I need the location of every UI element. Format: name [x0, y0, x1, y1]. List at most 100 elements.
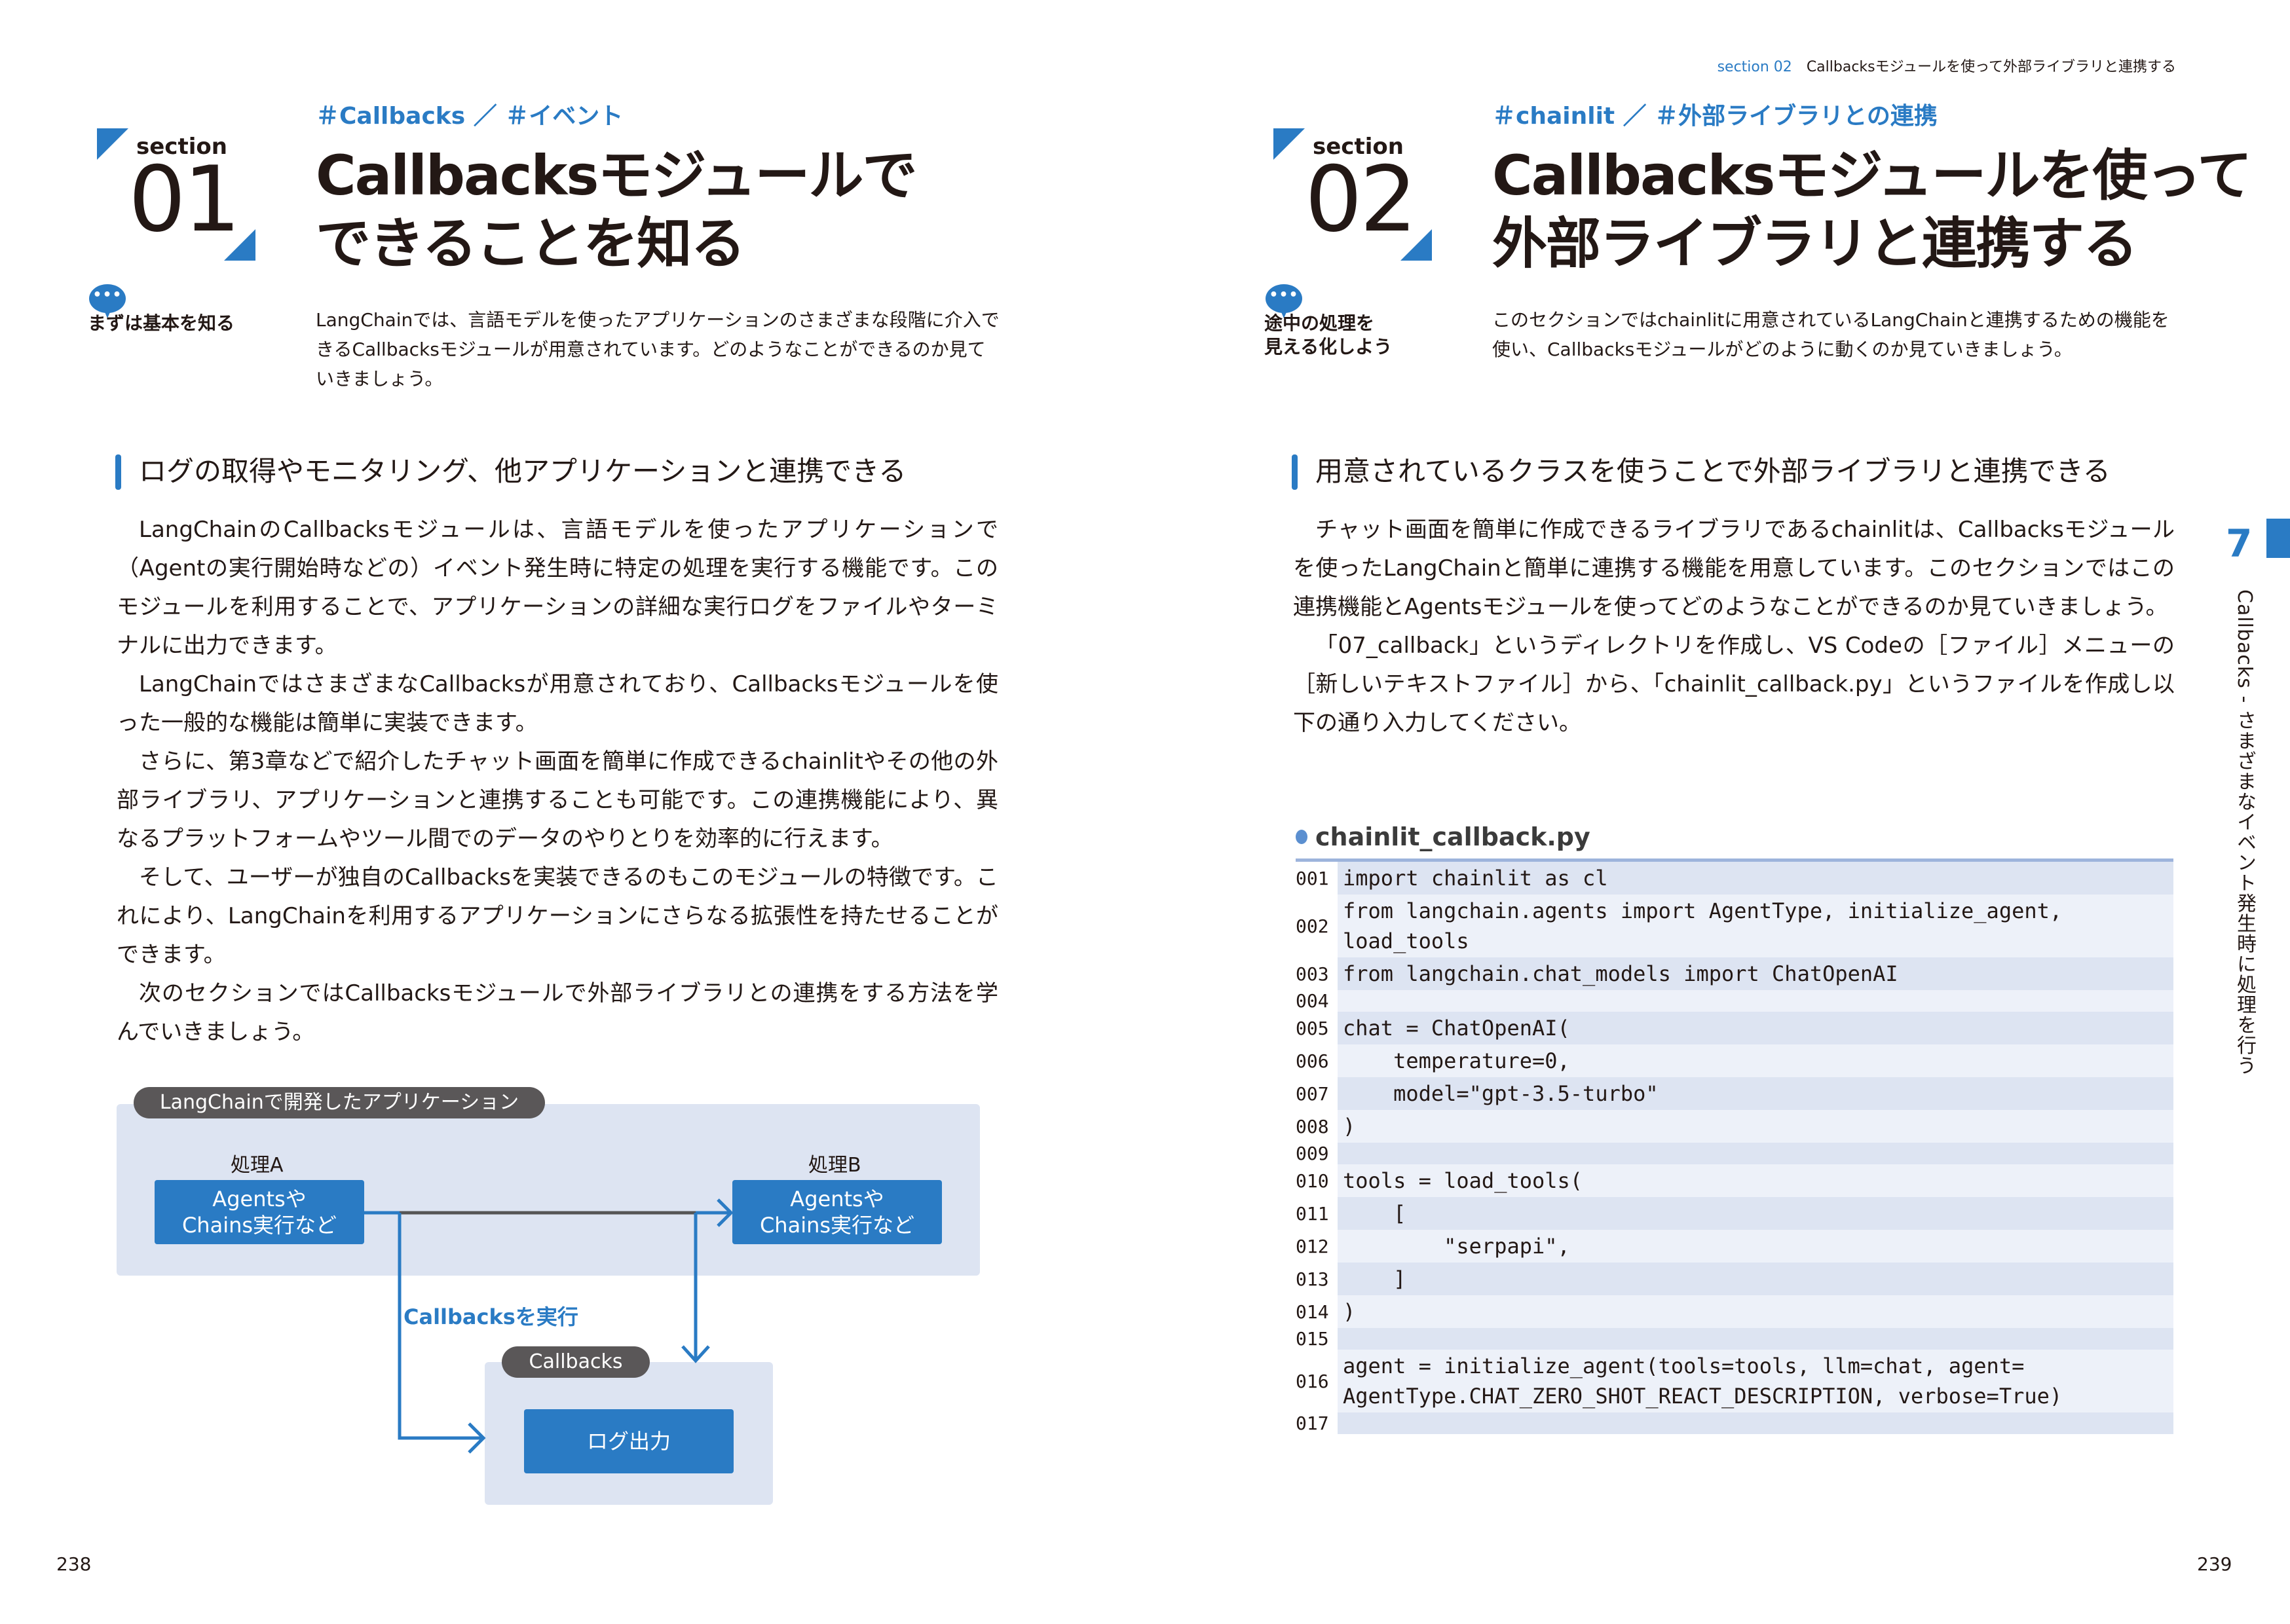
code-line: 017 [1296, 1412, 2173, 1434]
line-number: 002 [1296, 915, 1329, 937]
corner-triangle-icon [1273, 128, 1305, 160]
code-text: agent = initialize_agent(tools=tools, ll… [1338, 1350, 2173, 1412]
code-text: from langchain.chat_models import ChatOp… [1338, 957, 2173, 990]
code-text [1338, 1412, 2173, 1434]
chapter-title-vertical: Callbacks - さまざまなイベント発生時に処理を行う [2233, 589, 2256, 1076]
speech-bubble-icon: ••• [89, 284, 126, 318]
code-filename-text: chainlit_callback.py [1315, 822, 1590, 851]
line-number: 007 [1296, 1082, 1329, 1105]
process-a-label: 処理A [231, 1154, 284, 1177]
code-filename: chainlit_callback.py [1296, 822, 1590, 851]
title-line-1: Callbacksモジュールで [316, 143, 918, 208]
code-line: 002 from langchain.agents import AgentTyp… [1296, 895, 2173, 957]
title-line-2: 外部ライブラリと連携する [1492, 212, 2138, 276]
code-text: tools = load_tools( [1338, 1164, 2173, 1197]
section-number: 01 [128, 147, 241, 252]
page-title: Callbacksモジュールで できることを知る [316, 141, 918, 278]
line-number: 003 [1296, 963, 1329, 985]
hashtags: ＃chainlit ／ ＃外部ライブラリとの連携 [1492, 103, 1938, 130]
line-number: 004 [1296, 990, 1329, 1012]
lead-label: まずは基本を知る [88, 312, 235, 334]
running-header: section 02 Callbacksモジュールを使って外部ライブラリと連携する [1691, 55, 2176, 76]
section-word: section [1313, 134, 1404, 160]
code-line: 013 ] [1296, 1263, 2173, 1295]
paragraph: さらに、第3章などで紹介したチャット画面を簡単に作成できるchainlitやその… [117, 748, 998, 852]
line-number: 016 [1296, 1370, 1329, 1392]
section-badge-01: section 01 [85, 118, 255, 262]
code-text [1338, 1143, 2173, 1164]
lead-label: 途中の処理を 見える化しよう [1264, 312, 1392, 359]
diagram-arrows [364, 1198, 734, 1454]
code-text: "serpapi", [1338, 1230, 2173, 1263]
line-number: 005 [1296, 1017, 1329, 1039]
title-line-2: できることを知る [316, 212, 745, 276]
chapter-tab-marker [2266, 519, 2290, 558]
section-heading: ログの取得やモニタリング、他アプリケーションと連携できる [115, 453, 906, 490]
box-line: Chains実行など [759, 1213, 915, 1238]
code-text: ) [1338, 1295, 2173, 1328]
code-line: 007 model="gpt-3.5-turbo" [1296, 1077, 2173, 1110]
code-text: ) [1338, 1110, 2173, 1143]
code-text: [ [1338, 1197, 2173, 1230]
paragraph: LangChainではさまざまなCallbacksが用意されており、Callba… [117, 671, 998, 736]
code-line: 014) [1296, 1295, 2173, 1328]
line-number: 015 [1296, 1328, 1329, 1350]
code-text: from langchain.agents import AgentType, … [1338, 895, 2173, 957]
code-line: 004 [1296, 990, 2173, 1012]
section-word: section [136, 134, 227, 160]
line-number: 001 [1296, 867, 1329, 889]
page-number-left: 238 [56, 1553, 92, 1575]
lead-text: LangChainでは、言語モデルを使ったアプリケーションのさまざまな段階に介入… [316, 309, 1000, 390]
body-text: チャット画面を簡単に作成できるライブラリであるchainlitは、Callbac… [1293, 511, 2175, 743]
running-header-title: Callbacksモジュールを使って外部ライブラリと連携する [1806, 59, 2176, 75]
log-output-box: ログ出力 [524, 1409, 734, 1473]
paragraph: チャット画面を簡単に作成できるライブラリであるchainlitは、Callbac… [1293, 517, 2175, 620]
paragraph: そして、ユーザーが独自のCallbacksを実装できるのもこのモジュールの特徴で… [117, 864, 998, 968]
code-line: 012 "serpapi", [1296, 1230, 2173, 1263]
paragraph: 「07_callback」というディレクトリを作成し、VS Codeの［ファイル… [1293, 633, 2175, 736]
title-line-1: Callbacksモジュールを使って [1492, 143, 2252, 208]
code-line: 010 tools = load_tools( [1296, 1164, 2173, 1197]
lead-text: このセクションではchainlitに用意されているLangChainと連携するた… [1492, 309, 2169, 360]
bullet-dot-icon [1296, 830, 1307, 844]
running-header-section: section 02 [1717, 59, 1792, 75]
chapter-number: 7 [2226, 521, 2253, 566]
callback-arrow-label: Callbacksを実行 [404, 1304, 578, 1329]
code-line: 011 [ [1296, 1197, 2173, 1230]
section-badge-02: section 02 [1262, 118, 1432, 262]
line-number: 008 [1296, 1115, 1329, 1137]
code-text [1338, 990, 2173, 1012]
corner-triangle-icon [224, 229, 255, 261]
code-text: model="gpt-3.5-turbo" [1338, 1077, 2173, 1110]
paragraph: LangChainのCallbacksモジュールは、言語モデルを使ったアプリケー… [117, 517, 998, 659]
line-number: 010 [1296, 1170, 1329, 1192]
paragraph: 次のセクションではCallbacksモジュールで外部ライブラリとの連携をする方法… [117, 980, 998, 1045]
process-b-label: 処理B [808, 1154, 861, 1177]
page-number-right: 239 [2197, 1553, 2232, 1575]
speech-bubble-icon: ••• [1266, 284, 1302, 318]
box-line: Agentsや [212, 1187, 307, 1211]
line-number: 009 [1296, 1143, 1329, 1164]
code-line: 008) [1296, 1110, 2173, 1143]
box-line: Chains実行など [181, 1213, 337, 1238]
code-text: temperature=0, [1338, 1044, 2173, 1077]
line-number: 006 [1296, 1050, 1329, 1072]
corner-triangle-icon [97, 128, 128, 160]
app-label-pill: LangChainで開発したアプリケーション [134, 1087, 545, 1118]
code-line: 006 temperature=0, [1296, 1044, 2173, 1077]
hashtags: ＃Callbacks ／ ＃イベント [316, 103, 624, 130]
body-text: LangChainのCallbacksモジュールは、言語モデルを使ったアプリケー… [117, 511, 998, 1052]
callbacks-label-pill: Callbacks [502, 1346, 650, 1378]
code-line: 016 agent = initialize_agent(tools=tools,… [1296, 1350, 2173, 1412]
line-number: 011 [1296, 1202, 1329, 1225]
section-number: 02 [1305, 147, 1417, 252]
code-text [1338, 1328, 2173, 1350]
lead-label-line: 見える化しよう [1264, 336, 1393, 358]
code-text: ] [1338, 1263, 2173, 1295]
line-number: 014 [1296, 1301, 1329, 1323]
